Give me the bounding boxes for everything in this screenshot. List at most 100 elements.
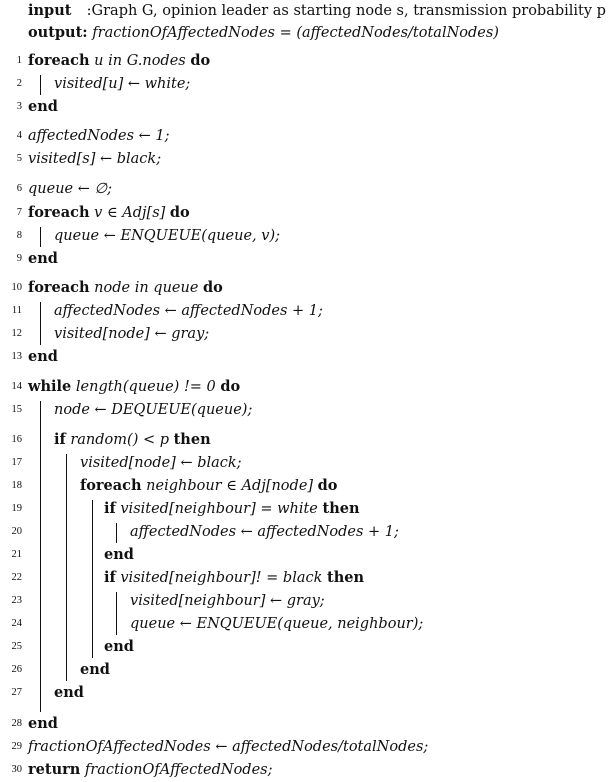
line-number: 8 <box>16 230 22 241</box>
line-number: 10 <box>11 282 23 293</box>
statement: length(queue) != 0 <box>71 379 221 395</box>
line-number: 20 <box>11 526 23 537</box>
block-bar <box>92 500 93 658</box>
statement: queue ← ENQUEUE(queue, v); <box>54 228 280 244</box>
statement: affectedNodes ← 1; <box>28 128 170 144</box>
code-line: 15 node ← DEQUEUE(queue); <box>0 399 615 421</box>
line-number: 1 <box>16 55 22 66</box>
keyword: end <box>28 348 58 365</box>
keyword: end <box>54 684 84 701</box>
keyword: if <box>104 569 116 586</box>
code-line: 20 affectedNodes ← affectedNodes + 1; <box>0 521 615 543</box>
code-line: 23 visited[neighbour] ← gray; <box>0 590 615 612</box>
code-line: 13 end <box>0 346 615 368</box>
code-line: 7 foreach v ∈ Adj[s] do <box>0 202 615 224</box>
block-bar <box>40 302 41 345</box>
keyword: do <box>169 204 190 221</box>
input-text: :Graph G, opinion leader as starting nod… <box>86 3 606 19</box>
keyword: end <box>28 250 58 267</box>
statement: v ∈ Adj[s] <box>89 205 170 221</box>
code-line: 19 if visited[neighbour] = white then <box>0 498 615 520</box>
code-line: 26 end <box>0 659 615 681</box>
statement: node ← DEQUEUE(queue); <box>54 402 253 418</box>
code-line: 12 visited[node] ← gray; <box>0 323 615 345</box>
code-line: 22 if visited[neighbour]! = black then <box>0 567 615 589</box>
code-line: 17 visited[node] ← black; <box>0 452 615 474</box>
code-line: 24 queue ← ENQUEUE(queue, neighbour); <box>0 613 615 635</box>
line-number: 3 <box>16 101 22 112</box>
code-line: 11 affectedNodes ← affectedNodes + 1; <box>0 300 615 322</box>
block-bar <box>40 401 41 712</box>
code-line: 6 queue ← ∅; <box>0 178 615 200</box>
code-line: 27 end <box>0 682 615 704</box>
keyword: then <box>322 500 360 517</box>
output-text: fractionOfAffectedNodes = (affectedNodes… <box>92 25 499 41</box>
block-bar <box>116 592 117 635</box>
statement: visited[neighbour]! = black <box>115 570 328 586</box>
keyword: while <box>28 378 72 395</box>
statement: visited[neighbour] = white <box>115 501 323 517</box>
keyword: return <box>28 761 81 778</box>
code-line: 14 while length(queue) != 0 do <box>0 376 615 398</box>
output-line: output: fractionOfAffectedNodes = (affec… <box>0 22 615 44</box>
line-number: 29 <box>11 741 23 752</box>
code-line: 1 foreach u in G.nodes do <box>0 50 615 72</box>
keyword: foreach <box>80 477 142 494</box>
keyword: end <box>28 98 58 115</box>
line-number: 15 <box>11 404 23 415</box>
block-bar <box>40 75 41 95</box>
line-number: 27 <box>11 687 23 698</box>
keyword: then <box>173 431 211 448</box>
line-number: 7 <box>16 207 22 218</box>
keyword: foreach <box>28 279 90 296</box>
line-number: 16 <box>11 434 23 445</box>
code-line: 5 visited[s] ← black; <box>0 148 615 170</box>
code-line: 30 return fractionOfAffectedNodes; <box>0 759 615 781</box>
statement: fractionOfAffectedNodes; <box>80 762 273 778</box>
line-number: 18 <box>11 480 23 491</box>
line-number: 4 <box>16 130 22 141</box>
keyword: end <box>104 546 134 563</box>
block-bar <box>66 454 67 681</box>
code-line: 3 end <box>0 96 615 118</box>
keyword: end <box>104 638 134 655</box>
code-line: 10 foreach node in queue do <box>0 277 615 299</box>
code-line: 2 visited[u] ← white; <box>0 73 615 95</box>
keyword: do <box>317 477 338 494</box>
statement: visited[node] ← black; <box>80 455 242 471</box>
code-line: 4 affectedNodes ← 1; <box>0 125 615 147</box>
block-bar <box>116 523 117 543</box>
code-line: 9 end <box>0 248 615 270</box>
keyword: end <box>80 661 110 678</box>
statement: affectedNodes ← affectedNodes + 1; <box>130 524 399 540</box>
statement: affectedNodes ← affectedNodes + 1; <box>54 303 323 319</box>
statement: random() < p <box>65 432 174 448</box>
statement: neighbour ∈ Adj[node] <box>141 478 318 494</box>
statement: fractionOfAffectedNodes ← affectedNodes/… <box>28 739 429 755</box>
keyword: end <box>28 715 58 732</box>
code-line: 8 queue ← ENQUEUE(queue, v); <box>0 225 615 247</box>
line-number: 11 <box>11 305 22 316</box>
line-number: 25 <box>11 641 23 652</box>
line-number: 17 <box>11 457 23 468</box>
code-line: 29 fractionOfAffectedNodes ← affectedNod… <box>0 736 615 758</box>
line-number: 21 <box>11 549 23 560</box>
statement: visited[neighbour] ← gray; <box>130 593 325 609</box>
keyword: foreach <box>28 52 90 69</box>
line-number: 19 <box>11 503 23 514</box>
line-number: 9 <box>16 253 22 264</box>
keyword: if <box>104 500 116 517</box>
line-number: 23 <box>11 595 23 606</box>
line-number: 28 <box>11 718 23 729</box>
line-number: 22 <box>11 572 23 583</box>
code-line: 21 end <box>0 544 615 566</box>
line-number: 5 <box>16 153 22 164</box>
keyword: do <box>203 279 223 296</box>
line-number: 30 <box>11 764 23 775</box>
keyword: then <box>327 569 365 586</box>
statement: node in queue <box>89 280 204 296</box>
code-line: 18 foreach neighbour ∈ Adj[node] do <box>0 475 615 497</box>
input-line: input :Graph G, opinion leader as starti… <box>0 0 615 22</box>
keyword: do <box>190 52 211 69</box>
statement: visited[u] ← white; <box>54 76 191 92</box>
